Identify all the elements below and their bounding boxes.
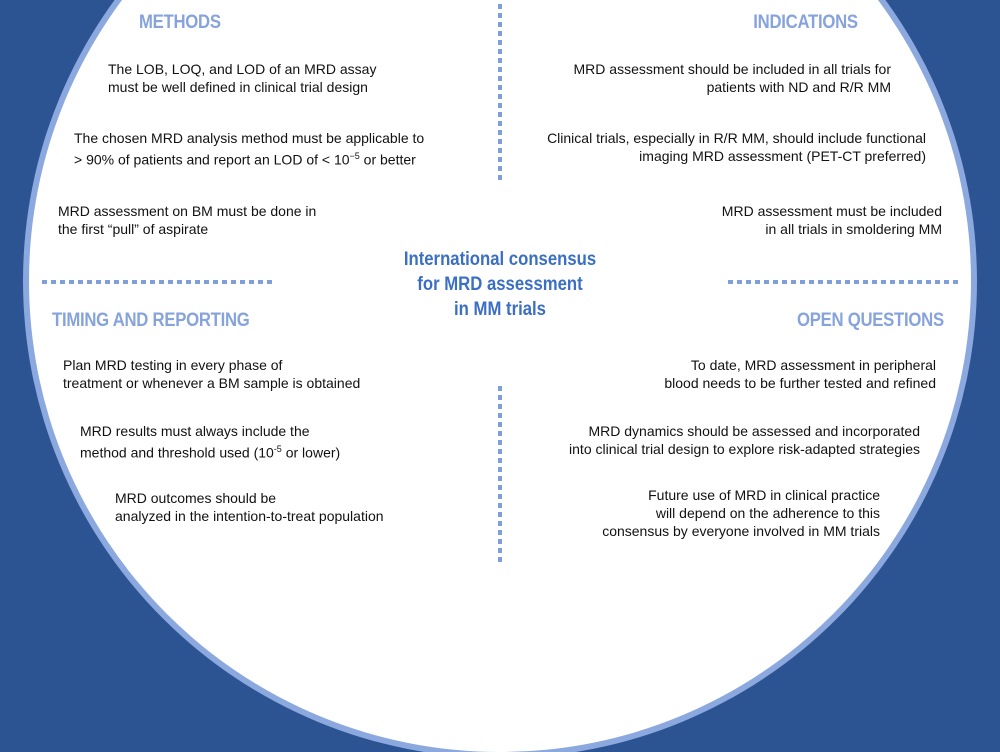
line: imaging MRD assessment (PET-CT preferred… bbox=[639, 148, 926, 164]
text: or better bbox=[359, 151, 416, 168]
open-questions-item: Future use of MRD in clinical practice w… bbox=[602, 486, 880, 540]
text: > 90% of patients and report an LOD of <… bbox=[74, 151, 350, 168]
center-title-line: for MRD assessment bbox=[417, 274, 583, 295]
line: blood needs to be further tested and ref… bbox=[664, 375, 936, 391]
line: > 90% of patients and report an LOD of <… bbox=[74, 147, 424, 169]
line: into clinical trial design to explore ri… bbox=[569, 441, 920, 457]
line: method and threshold used (10-5 or lower… bbox=[80, 440, 340, 462]
line: The chosen MRD analysis method must be a… bbox=[74, 130, 425, 146]
indications-item: MRD assessment must be included in all t… bbox=[722, 202, 942, 238]
superscript: −5 bbox=[349, 151, 360, 161]
line: MRD assessment on BM must be done in bbox=[58, 203, 317, 219]
timing-item: MRD outcomes should be analyzed in the i… bbox=[115, 489, 384, 525]
divider-bottom bbox=[498, 386, 502, 563]
open-questions-item: MRD dynamics should be assessed and inco… bbox=[569, 422, 920, 458]
methods-item: The LOB, LOQ, and LOD of an MRD assay mu… bbox=[108, 60, 376, 96]
methods-item: MRD assessment on BM must be done in the… bbox=[58, 202, 316, 238]
timing-heading: TIMING AND REPORTING bbox=[52, 310, 250, 331]
open-questions-heading: OPEN QUESTIONS bbox=[797, 310, 944, 331]
line: Plan MRD testing in every phase of bbox=[63, 357, 283, 373]
indications-item: MRD assessment should be included in all… bbox=[574, 60, 891, 96]
line: To date, MRD assessment in peripheral bbox=[690, 357, 936, 373]
divider-left bbox=[42, 280, 272, 284]
line: analyzed in the intention-to-treat popul… bbox=[115, 508, 384, 524]
line: patients with ND and R/R MM bbox=[706, 79, 891, 95]
timing-item: MRD results must always include the meth… bbox=[80, 422, 340, 462]
divider-top bbox=[498, 4, 502, 180]
line: MRD results must always include the bbox=[80, 423, 310, 439]
open-questions-item: To date, MRD assessment in peripheral bl… bbox=[664, 356, 936, 392]
line: MRD assessment should be included in all… bbox=[573, 61, 891, 77]
line: Future use of MRD in clinical practice bbox=[648, 487, 880, 503]
methods-item: The chosen MRD analysis method must be a… bbox=[74, 129, 424, 169]
line: must be well defined in clinical trial d… bbox=[108, 79, 368, 95]
indications-item: Clinical trials, especially in R/R MM, s… bbox=[547, 129, 926, 165]
superscript: -5 bbox=[273, 444, 282, 454]
line: Clinical trials, especially in R/R MM, s… bbox=[547, 130, 926, 146]
indications-heading: INDICATIONS bbox=[753, 12, 858, 33]
center-title: International consensus for MRD assessme… bbox=[386, 247, 615, 322]
text: or lower) bbox=[281, 444, 341, 461]
methods-heading: METHODS bbox=[139, 12, 221, 33]
center-title-line: International consensus bbox=[403, 249, 597, 270]
line: The LOB, LOQ, and LOD of an MRD assay bbox=[108, 61, 377, 77]
line: MRD dynamics should be assessed and inco… bbox=[588, 423, 920, 439]
line: consensus by everyone involved in MM tri… bbox=[602, 523, 880, 539]
text: method and threshold used (10 bbox=[80, 444, 274, 461]
divider-right bbox=[728, 280, 960, 284]
center-title-line: in MM trials bbox=[454, 299, 546, 320]
line: the first “pull” of aspirate bbox=[58, 221, 209, 237]
timing-item: Plan MRD testing in every phase of treat… bbox=[63, 356, 360, 392]
line: will depend on the adherence to this bbox=[655, 505, 880, 521]
line: in all trials in smoldering MM bbox=[765, 221, 942, 237]
line: MRD outcomes should be bbox=[115, 490, 277, 506]
line: treatment or whenever a BM sample is obt… bbox=[63, 375, 361, 391]
line: MRD assessment must be included bbox=[721, 203, 942, 219]
